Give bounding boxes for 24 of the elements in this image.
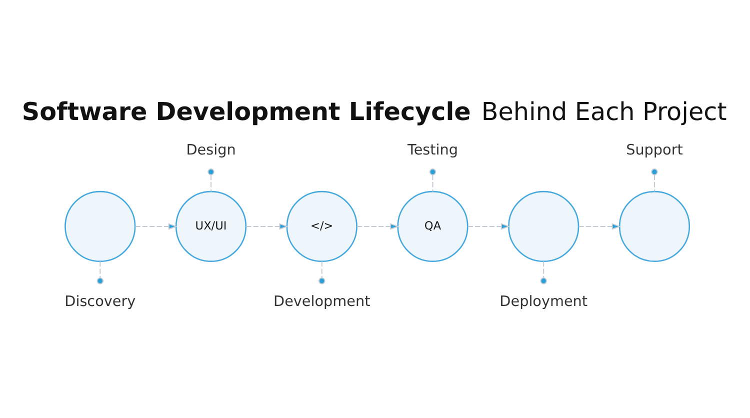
node-circle: QA bbox=[397, 190, 468, 262]
arrow bbox=[356, 223, 400, 230]
arrow bbox=[135, 223, 178, 230]
connector bbox=[96, 261, 104, 284]
node-text: Testing bbox=[408, 142, 458, 158]
connector bbox=[318, 261, 326, 284]
node-text: Deployment bbox=[500, 294, 588, 310]
node-text: Design bbox=[186, 142, 236, 158]
diagram-title: Software Development Lifecycle Behind Each Project bbox=[22, 96, 727, 126]
connector bbox=[429, 168, 436, 192]
node-text: Development bbox=[274, 294, 370, 310]
node-text: Discovery bbox=[64, 294, 136, 310]
connector bbox=[208, 168, 214, 192]
node-text: Support bbox=[626, 142, 683, 158]
connector bbox=[651, 168, 658, 192]
arrow bbox=[246, 223, 288, 230]
node-circle: </> bbox=[286, 190, 358, 262]
node-circle bbox=[64, 190, 136, 262]
arrow bbox=[468, 223, 510, 230]
connector bbox=[540, 261, 547, 284]
node-circle bbox=[618, 190, 690, 262]
arrow bbox=[578, 223, 622, 230]
node-circle bbox=[508, 190, 580, 262]
node-circle: UX/UI bbox=[175, 190, 247, 262]
